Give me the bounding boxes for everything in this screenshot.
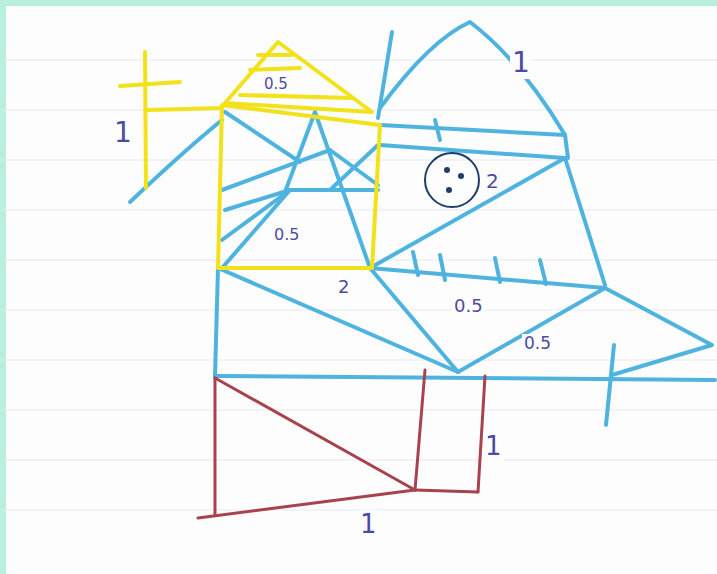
dimension-label: 1 bbox=[112, 118, 134, 149]
dimension-label: 1 bbox=[358, 510, 379, 539]
dimension-label: 1 bbox=[483, 432, 504, 461]
dimension-label: 0.5 bbox=[522, 334, 553, 353]
dimension-label: 0.5 bbox=[272, 226, 301, 244]
dimension-label: 2 bbox=[484, 170, 501, 192]
dimension-label: 0.5 bbox=[452, 296, 485, 316]
dimension-label: 0.5 bbox=[262, 76, 290, 93]
dimension-label: 2 bbox=[336, 277, 351, 297]
dimension-label: 1 bbox=[510, 48, 532, 79]
